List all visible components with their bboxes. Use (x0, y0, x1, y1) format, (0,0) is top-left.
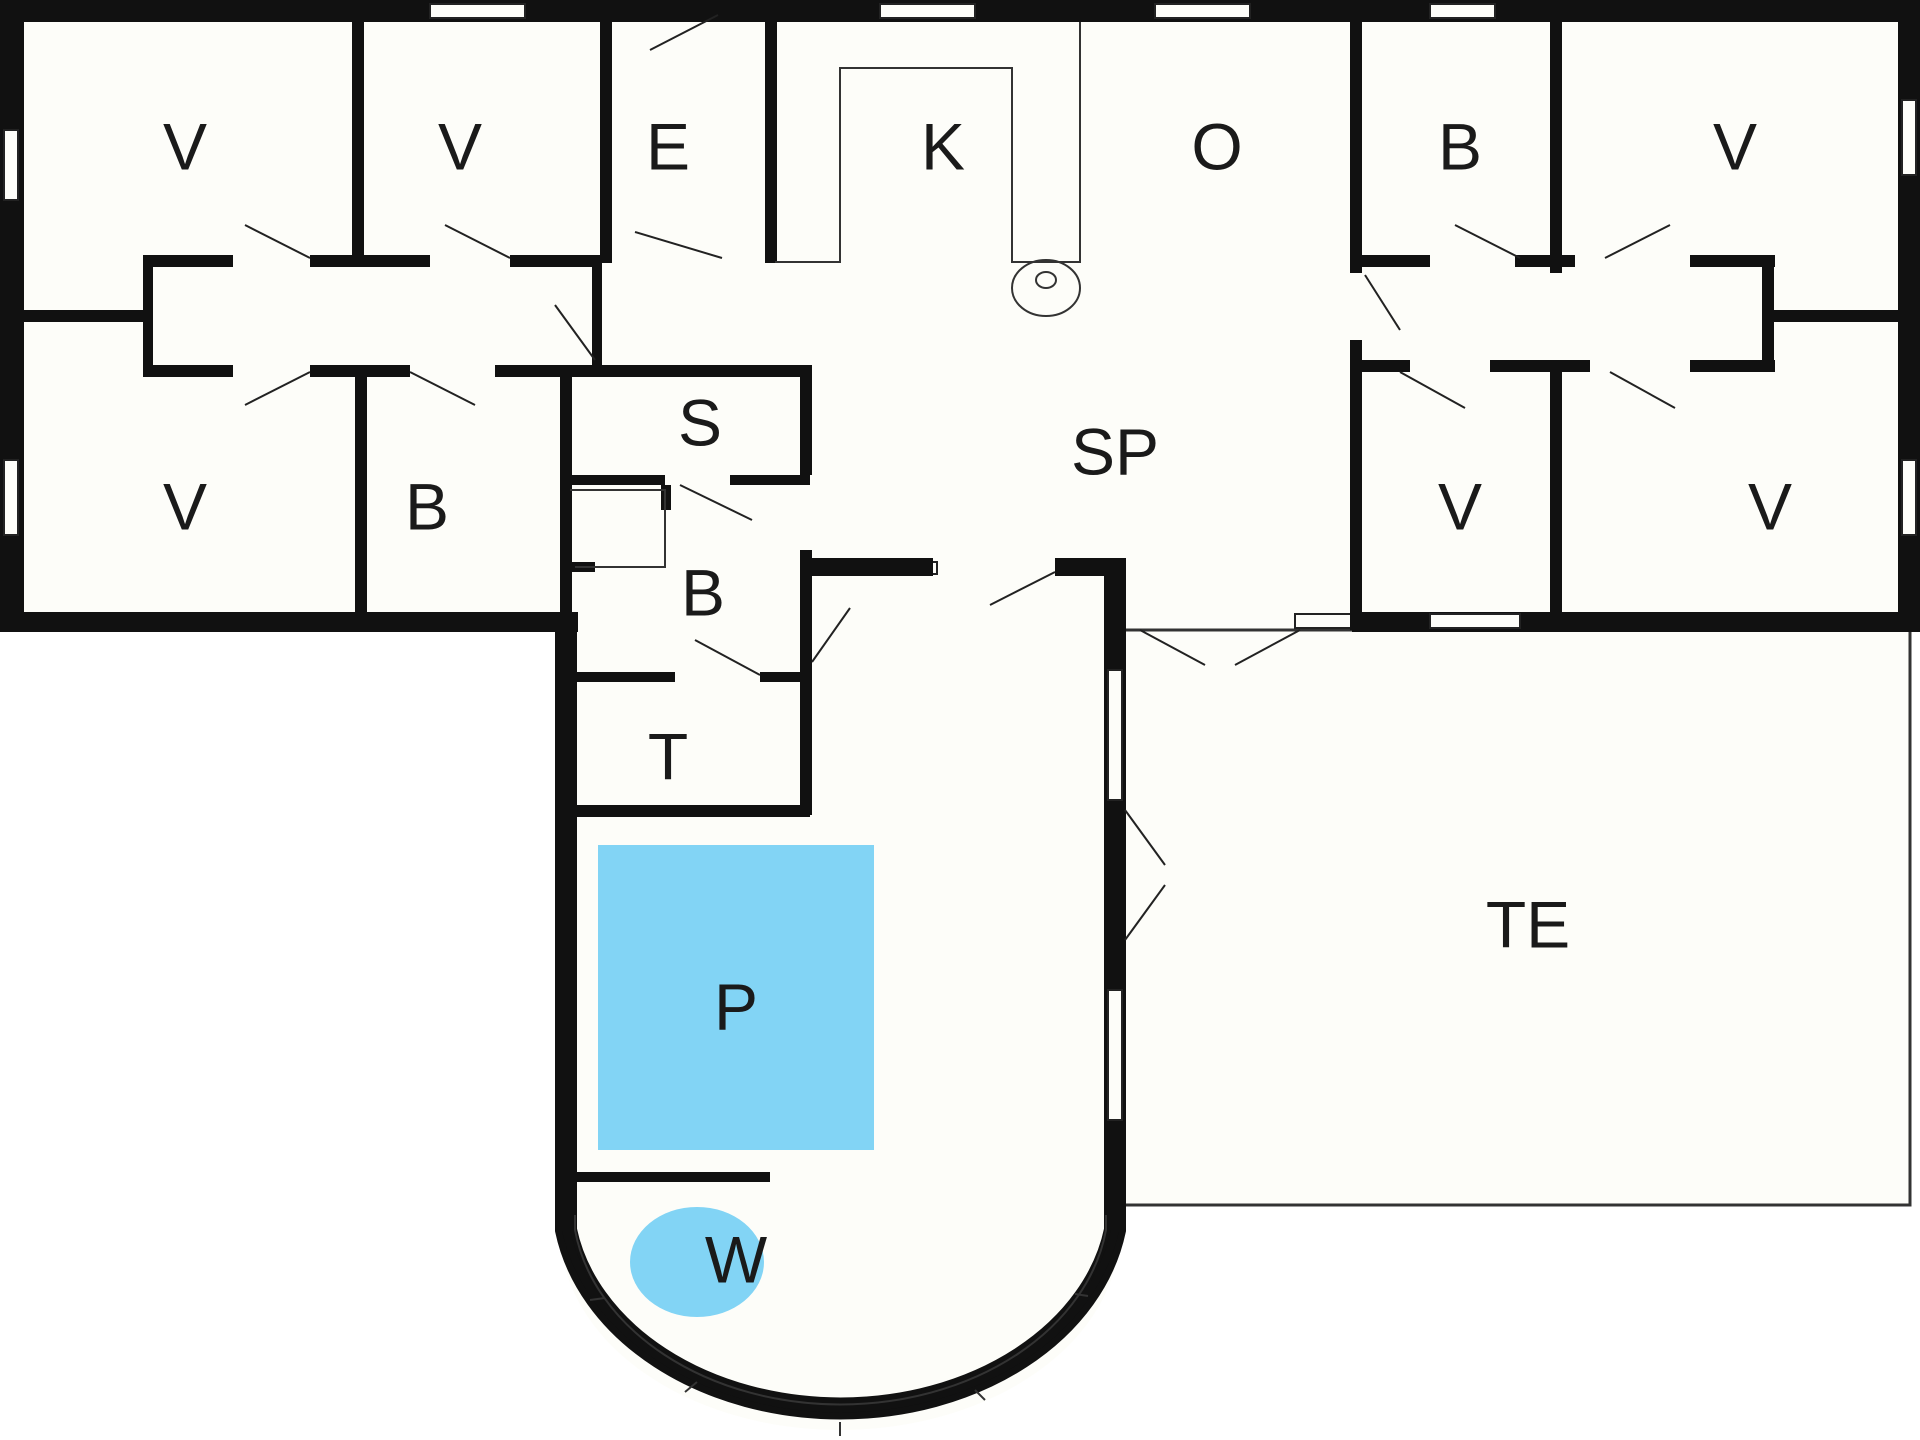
room-label-v3: V (1713, 109, 1757, 183)
room-label-te: TE (1486, 887, 1570, 961)
room-label-sp: SP (1071, 414, 1159, 488)
room-label-s: S (678, 385, 722, 459)
room-label-v5: V (1438, 469, 1482, 543)
stove-icon (1011, 259, 1081, 317)
room-label-v6: V (1748, 469, 1792, 543)
room-label-w: W (705, 1222, 768, 1296)
interior-walls (20, 18, 1900, 1182)
terrace-area (1118, 628, 1912, 1207)
room-label-v4: V (163, 469, 207, 543)
room-label-o: O (1191, 109, 1242, 183)
room-label-e: E (646, 109, 690, 183)
whirlpool (630, 1207, 764, 1317)
room-label-t: T (648, 719, 688, 793)
room-label-v1: V (163, 109, 207, 183)
room-label-v2: V (438, 109, 482, 183)
doors (244, 14, 1676, 941)
room-labels: V V E K O B V V B S SP V V B T TE P W (163, 109, 1792, 1296)
room-label-k: K (921, 109, 965, 183)
room-label-b1: B (1438, 109, 1482, 183)
room-label-b2: B (405, 469, 449, 543)
pool (598, 845, 874, 1150)
room-label-b3: B (681, 555, 725, 629)
room-label-p: P (714, 969, 758, 1043)
